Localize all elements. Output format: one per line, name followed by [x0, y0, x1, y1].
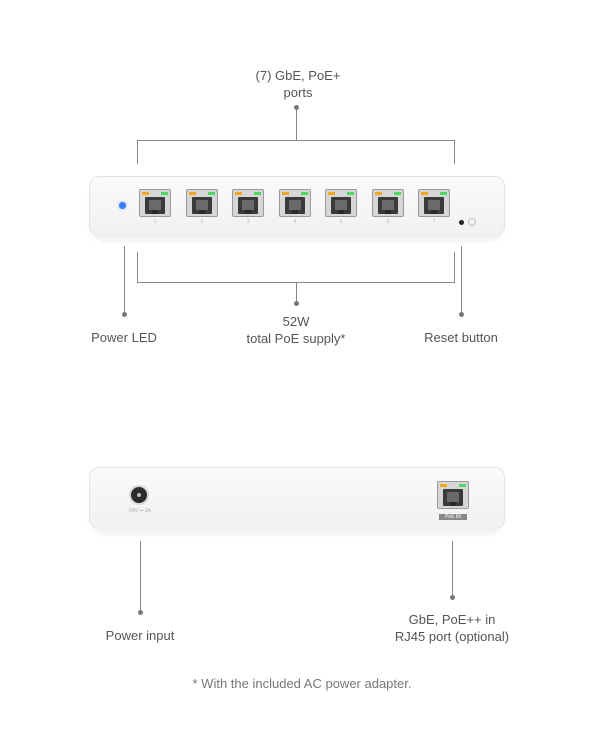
uplink-callout-line2: RJ45 port (optional)	[394, 629, 510, 644]
poe-bracket-right	[454, 252, 455, 282]
port-number-4: 4	[293, 219, 297, 225]
ports-bracket-right	[454, 140, 455, 164]
poe-port-7[interactable]	[418, 189, 450, 217]
ports-callout-line1: (7) GbE, PoE+	[255, 68, 341, 83]
port-number-1: 1	[153, 219, 157, 225]
uplink-port[interactable]	[437, 481, 469, 509]
uplink-leader	[452, 541, 453, 597]
ports-bracket-left	[137, 140, 138, 164]
footnote: * With the included AC power adapter.	[192, 676, 412, 691]
power-input-leader	[140, 541, 141, 613]
power-input-mark: 54V ⎓ 1A	[129, 508, 151, 514]
poe-port-3[interactable]	[232, 189, 264, 217]
power-input-leader-dot	[138, 610, 143, 615]
port-number-6: 6	[386, 219, 390, 225]
poe-bracket-left	[137, 252, 138, 282]
port-number-3: 3	[246, 219, 250, 225]
poe-bracket-stem	[296, 282, 297, 304]
reset-button[interactable]	[459, 220, 464, 225]
poe-bracket-dot	[294, 301, 299, 306]
reset-icon	[468, 218, 476, 226]
poe-port-2[interactable]	[186, 189, 218, 217]
ports-bracket-dot	[294, 105, 299, 110]
port-number-5: 5	[339, 219, 343, 225]
switch-rear-base	[97, 527, 497, 536]
port-number-2: 2	[200, 219, 204, 225]
power-input-jack[interactable]	[131, 487, 147, 503]
uplink-port-mark: PoE IN	[439, 514, 467, 520]
uplink-leader-dot	[450, 595, 455, 600]
uplink-callout-line1: GbE, PoE++ in	[408, 612, 496, 627]
power-led-icon	[119, 202, 126, 209]
ports-bracket-bar	[137, 140, 455, 141]
poe-port-4[interactable]	[279, 189, 311, 217]
reset-button-label: Reset button	[424, 330, 498, 345]
ports-callout-line2: ports	[283, 85, 313, 100]
power-input-label: Power input	[105, 628, 175, 643]
switch-rear: 54V ⎓ 1A PoE IN	[89, 467, 505, 529]
port-number-7: 7	[432, 219, 436, 225]
ports-bracket-stem	[296, 108, 297, 140]
power-led-label: Power LED	[91, 330, 157, 345]
poe-callout-line2: total PoE supply*	[246, 331, 346, 346]
poe-callout-line1: 52W	[282, 314, 310, 329]
reset-leader	[461, 246, 462, 314]
uplink-callout: GbE, PoE++ in RJ45 port (optional)	[372, 611, 532, 645]
switch-front: 1 2 3 4 5 6 7	[89, 176, 505, 236]
reset-leader-dot	[459, 312, 464, 317]
poe-port-5[interactable]	[325, 189, 357, 217]
switch-front-base	[97, 234, 497, 243]
poe-port-6[interactable]	[372, 189, 404, 217]
poe-callout: 52W total PoE supply*	[216, 313, 376, 347]
ports-callout: (7) GbE, PoE+ ports	[228, 67, 368, 101]
power-led-leader	[124, 246, 125, 314]
power-led-leader-dot	[122, 312, 127, 317]
poe-port-1[interactable]	[139, 189, 171, 217]
